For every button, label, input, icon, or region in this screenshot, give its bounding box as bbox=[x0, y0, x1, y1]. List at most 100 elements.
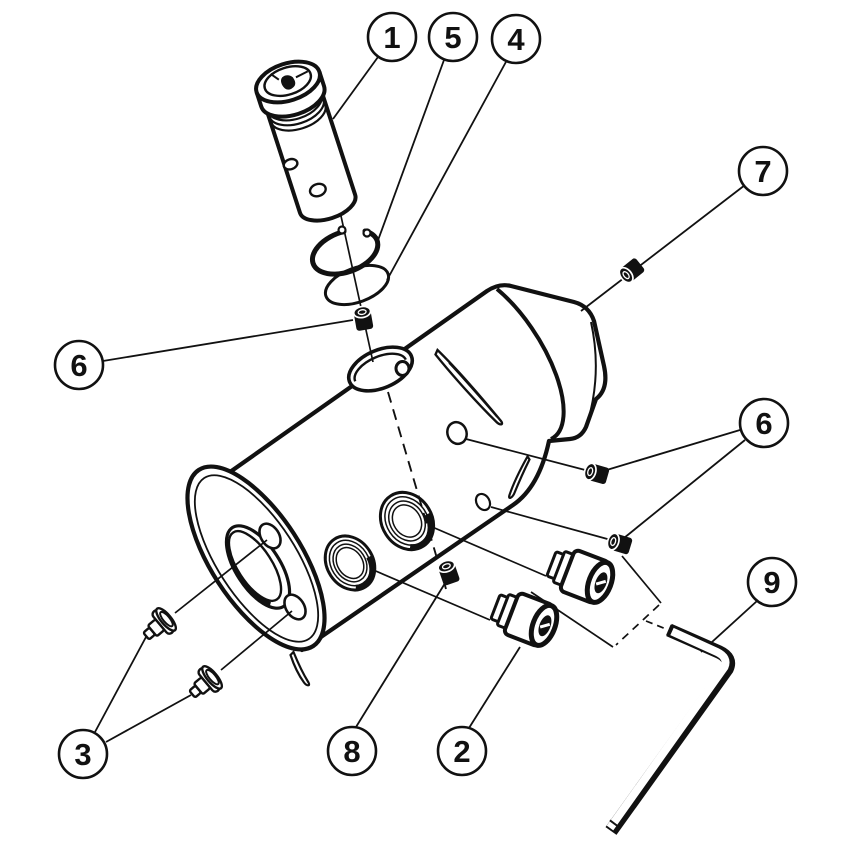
leader-3-a bbox=[94, 636, 147, 733]
leader-8 bbox=[355, 579, 448, 728]
balloon-circle bbox=[366, 11, 418, 63]
main-body bbox=[185, 283, 608, 687]
screw3b-axis bbox=[220, 610, 293, 671]
callout-balloon-4: 4 bbox=[490, 13, 542, 65]
balloon-circle bbox=[737, 145, 789, 197]
set-screw-face bbox=[583, 462, 597, 481]
pin-cap-slot-mark bbox=[295, 70, 309, 79]
leader-1 bbox=[332, 56, 379, 120]
balloon-label: 8 bbox=[343, 734, 360, 769]
oval-port-tapped-hole bbox=[394, 360, 411, 377]
stack-axis-hidden-line bbox=[387, 391, 447, 590]
balloon-label: 3 bbox=[74, 737, 91, 772]
part-insert-back bbox=[545, 548, 616, 605]
callout-balloon-1: 1 bbox=[366, 11, 418, 63]
side-hole-small bbox=[474, 492, 492, 512]
thread-shadow bbox=[383, 495, 434, 551]
balloon-label: 4 bbox=[507, 22, 525, 57]
pin-cross-hole bbox=[282, 157, 299, 171]
callout-balloon-6-left: 6 bbox=[53, 339, 105, 391]
oval-port-counterbore bbox=[353, 352, 408, 389]
bottom-sliver bbox=[508, 454, 531, 499]
part-set-screw-7 bbox=[618, 258, 645, 284]
balloon-circle bbox=[746, 556, 798, 608]
setscrew6b-axis bbox=[490, 506, 612, 541]
part-retaining-ring bbox=[309, 225, 381, 277]
balloon-circle bbox=[53, 339, 105, 391]
balloon-label: 9 bbox=[763, 565, 780, 600]
balloon-circle bbox=[326, 725, 378, 777]
leader-2 bbox=[468, 646, 521, 729]
flange-chamfer-ring bbox=[193, 474, 320, 643]
part-hex-key bbox=[605, 623, 736, 835]
part-flange-screw-a bbox=[142, 607, 178, 640]
top-oval-port bbox=[346, 345, 415, 393]
screw-head-face bbox=[159, 610, 174, 628]
flange-sliver bbox=[289, 650, 311, 687]
clearance-slot bbox=[434, 348, 504, 426]
part-set-screw-6-left bbox=[352, 305, 374, 331]
set-screw-socket bbox=[622, 271, 630, 280]
thread-arc bbox=[335, 546, 365, 580]
pin-groove bbox=[268, 98, 325, 127]
set-screw-socket bbox=[357, 309, 367, 316]
threaded-hole-left bbox=[323, 534, 377, 592]
part-set-screw-6-right-b bbox=[606, 532, 633, 555]
key-path-dashed-b bbox=[645, 620, 667, 630]
screw-head-face bbox=[205, 668, 220, 686]
bore-shading-arc bbox=[225, 526, 288, 607]
hex-key-end-facet bbox=[609, 819, 621, 829]
pin-cross-hole bbox=[308, 182, 327, 198]
pin-groove bbox=[270, 104, 327, 132]
key-path-dashed-a bbox=[615, 604, 660, 646]
set-screw-face bbox=[352, 305, 372, 319]
side-hole-round bbox=[446, 420, 468, 446]
leader-4 bbox=[386, 59, 508, 281]
callout-balloon-7: 7 bbox=[737, 145, 789, 197]
thread-arc bbox=[391, 504, 423, 538]
leader-7 bbox=[580, 184, 746, 312]
leader-6-left bbox=[102, 319, 354, 362]
balloon-circle bbox=[490, 13, 542, 65]
leader-3-b bbox=[105, 694, 192, 743]
insert-socket-glint bbox=[595, 579, 607, 586]
callout-balloon-2: 2 bbox=[436, 725, 488, 777]
set-screw-face bbox=[618, 266, 634, 284]
callout-balloon-8: 8 bbox=[326, 725, 378, 777]
insert-back-axis bbox=[429, 525, 547, 577]
setscrew6a-axis bbox=[465, 438, 590, 472]
hex-key-tip-facet bbox=[666, 624, 673, 636]
key-path-solid-a bbox=[621, 555, 662, 604]
callouts: 1 5 4 7 6 6 9 3 bbox=[53, 11, 798, 780]
set-screw-face bbox=[606, 532, 620, 551]
balloon-label: 6 bbox=[70, 348, 87, 383]
thread-arc bbox=[332, 543, 368, 583]
leader-5 bbox=[376, 59, 445, 244]
part-flange-screw-b bbox=[188, 665, 224, 698]
stack-axis-line bbox=[340, 215, 374, 363]
callout-balloon-6-right: 6 bbox=[738, 397, 790, 449]
hex-key-face bbox=[606, 627, 730, 831]
pin-cap-inner-ring bbox=[263, 65, 313, 98]
part-o-ring bbox=[323, 263, 391, 307]
set-screw-socket bbox=[610, 537, 617, 547]
retaining-ring-lug bbox=[362, 228, 372, 238]
set-screw-socket bbox=[441, 563, 451, 570]
oval-port-rim bbox=[346, 345, 415, 393]
part-insert-front bbox=[489, 591, 560, 648]
balloon-circle bbox=[57, 728, 109, 780]
insert-front-axis bbox=[370, 568, 491, 621]
balloon-label: 6 bbox=[755, 406, 772, 441]
part-set-screw-6-right-a bbox=[583, 462, 610, 485]
balloon-label: 1 bbox=[383, 20, 400, 55]
retaining-ring-lug bbox=[337, 225, 347, 235]
shoulder-arc bbox=[495, 287, 566, 441]
balloon-label: 5 bbox=[444, 20, 461, 55]
pin-cap-center-hole bbox=[280, 75, 296, 90]
clearance-slot-inner-line bbox=[448, 362, 498, 418]
leader-6-right-a bbox=[599, 429, 741, 473]
set-screw-socket bbox=[587, 467, 594, 477]
balloon-circle bbox=[738, 397, 790, 449]
callout-balloon-3: 3 bbox=[57, 728, 109, 780]
